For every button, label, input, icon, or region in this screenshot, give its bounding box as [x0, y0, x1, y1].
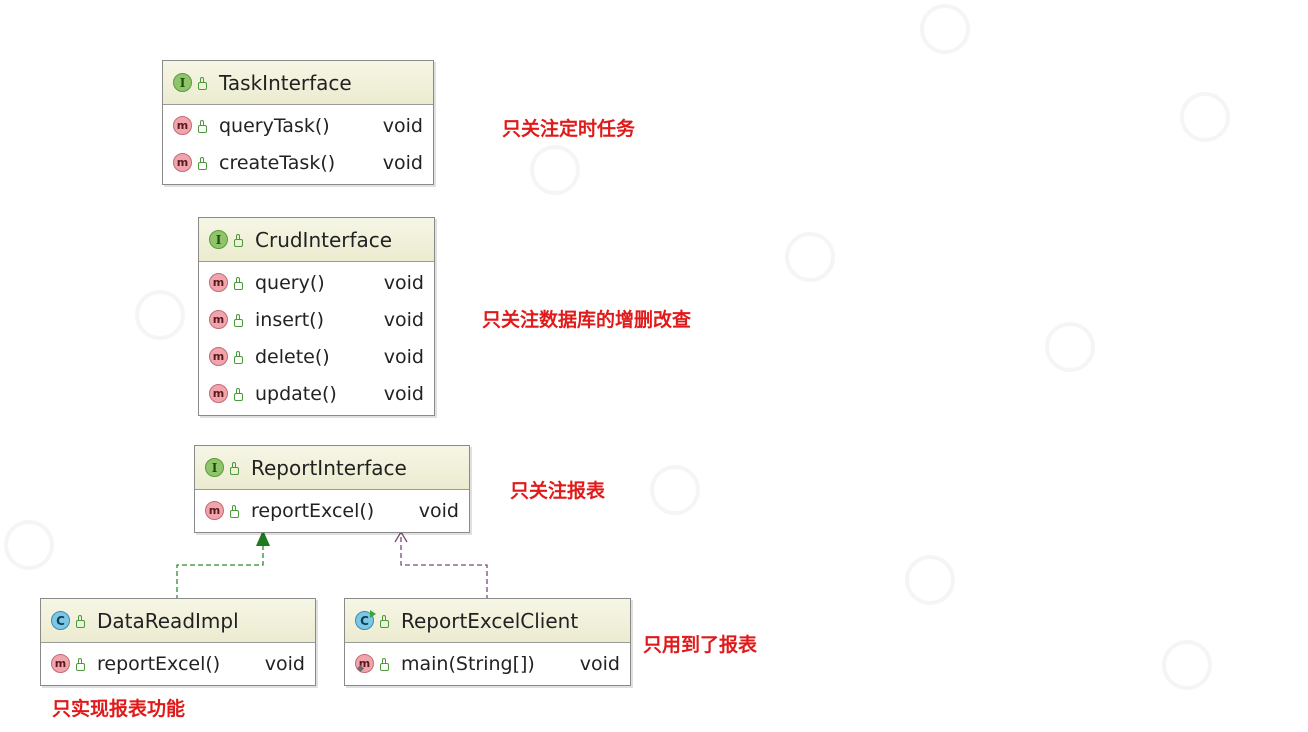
- return-type: void: [383, 308, 424, 331]
- method-icon: m: [205, 501, 224, 520]
- watermark-logo: [1162, 640, 1212, 690]
- realization-arrowhead: [256, 530, 270, 546]
- dependency-connector: [394, 530, 488, 600]
- report-interface-header: I ReportInterface: [195, 446, 469, 490]
- watermark-logo: [905, 555, 955, 605]
- method-name: delete(): [255, 345, 330, 368]
- public-lock-icon: [230, 504, 239, 518]
- public-lock-icon: [198, 156, 207, 170]
- method-name: insert(): [255, 308, 324, 331]
- method-name: main(String[]): [401, 652, 535, 675]
- crud-interface-header: I CrudInterface: [199, 218, 434, 262]
- crud-interface-box[interactable]: I CrudInterface m query() void m insert(…: [198, 217, 435, 416]
- report-interface-box[interactable]: I ReportInterface m reportExcel() void: [194, 445, 470, 533]
- method-row[interactable]: m insert() void: [199, 301, 434, 338]
- return-type: void: [383, 345, 424, 368]
- method-icon: m: [173, 116, 192, 135]
- crud-note: 只关注数据库的增删改查: [482, 309, 692, 331]
- public-lock-icon: [234, 350, 243, 364]
- method-name: update(): [255, 382, 337, 405]
- method-name: reportExcel(): [251, 499, 375, 522]
- return-type: void: [382, 114, 423, 137]
- realization-connector: [176, 530, 270, 600]
- public-lock-icon: [234, 313, 243, 327]
- dataread-note: 只实现报表功能: [52, 698, 186, 720]
- report-excel-client-header: C ReportExcelClient: [345, 599, 630, 643]
- client-note: 只用到了报表: [643, 634, 758, 656]
- public-lock-icon: [198, 76, 207, 90]
- method-icon: m: [209, 273, 228, 292]
- public-lock-icon: [234, 233, 243, 247]
- method-row[interactable]: m main(String[]) void: [345, 645, 630, 682]
- watermark-logo: [785, 232, 835, 282]
- method-row[interactable]: m query() void: [199, 264, 434, 301]
- method-row[interactable]: m delete() void: [199, 338, 434, 375]
- method-row[interactable]: m update() void: [199, 375, 434, 412]
- method-icon: m: [173, 153, 192, 172]
- public-lock-icon: [234, 387, 243, 401]
- class-name: ReportExcelClient: [401, 608, 579, 633]
- method-name: query(): [255, 271, 325, 294]
- class-name: DataReadImpl: [97, 608, 239, 633]
- return-type: void: [264, 652, 305, 675]
- report-excel-client-box[interactable]: C ReportExcelClient m main(String[]) voi…: [344, 598, 631, 686]
- method-row[interactable]: m createTask() void: [163, 144, 433, 181]
- public-lock-icon: [380, 614, 389, 628]
- return-type: void: [383, 271, 424, 294]
- method-icon: m: [51, 654, 70, 673]
- interface-icon: I: [205, 458, 224, 477]
- watermark-logo: [1180, 92, 1230, 142]
- task-interface-header: I TaskInterface: [163, 61, 433, 105]
- interface-icon: I: [209, 230, 228, 249]
- public-lock-icon: [198, 119, 207, 133]
- public-lock-icon: [380, 657, 389, 671]
- return-type: void: [382, 151, 423, 174]
- watermark-logo: [135, 290, 185, 340]
- return-type: void: [418, 499, 459, 522]
- method-icon: m: [209, 310, 228, 329]
- public-lock-icon: [76, 657, 85, 671]
- watermark-logo: [4, 520, 54, 570]
- class-name: ReportInterface: [251, 455, 407, 480]
- method-name: reportExcel(): [97, 652, 221, 675]
- public-lock-icon: [230, 461, 239, 475]
- watermark-logo: [650, 465, 700, 515]
- class-icon: C: [51, 611, 70, 630]
- main-method-icon: m: [355, 654, 374, 673]
- watermark-logo: [530, 145, 580, 195]
- method-row[interactable]: m queryTask() void: [163, 107, 433, 144]
- runnable-class-icon: C: [355, 610, 376, 630]
- report-note: 只关注报表: [510, 480, 606, 502]
- method-icon: m: [209, 384, 228, 403]
- method-name: queryTask(): [219, 114, 330, 137]
- dataread-impl-box[interactable]: C DataReadImpl m reportExcel() void: [40, 598, 316, 686]
- method-row[interactable]: m reportExcel() void: [195, 492, 469, 529]
- watermark-logo: [1045, 322, 1095, 372]
- class-name: CrudInterface: [255, 227, 393, 252]
- method-name: createTask(): [219, 151, 336, 174]
- task-interface-box[interactable]: I TaskInterface m queryTask() void m cre…: [162, 60, 434, 185]
- return-type: void: [579, 652, 620, 675]
- public-lock-icon: [234, 276, 243, 290]
- interface-icon: I: [173, 73, 192, 92]
- dataread-impl-header: C DataReadImpl: [41, 599, 315, 643]
- public-lock-icon: [76, 614, 85, 628]
- class-name: TaskInterface: [219, 70, 352, 95]
- watermark-logo: [920, 4, 970, 54]
- task-note: 只关注定时任务: [502, 118, 636, 140]
- return-type: void: [383, 382, 424, 405]
- method-icon: m: [209, 347, 228, 366]
- method-row[interactable]: m reportExcel() void: [41, 645, 315, 682]
